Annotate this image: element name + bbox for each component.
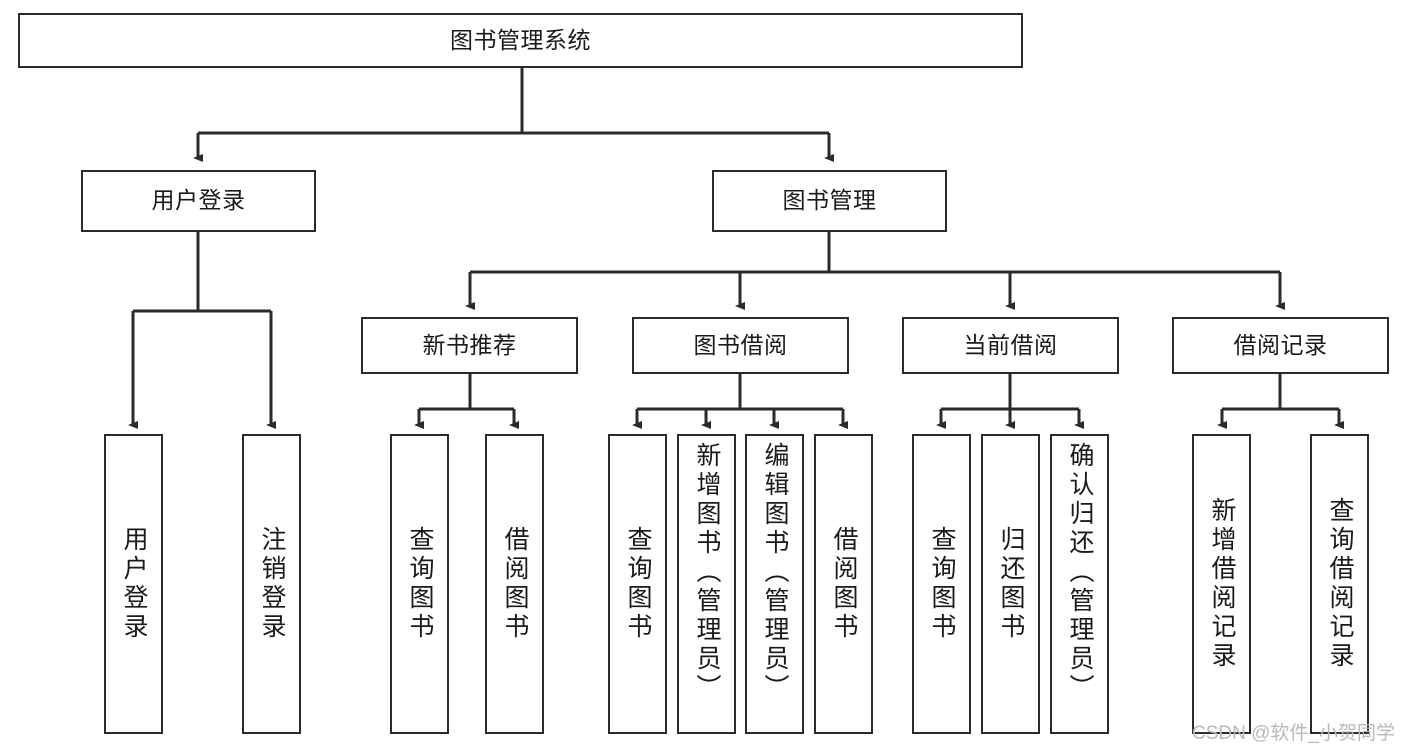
- node-leaf-user-login-label: 用户登录: [120, 526, 148, 642]
- node-leaf-recommend-query-book[interactable]: 查询图书: [390, 434, 449, 734]
- node-leaf-borrow-do-borrow-label: 借阅图书: [830, 526, 858, 642]
- node-leaf-borrow-add-book-label: 新增图书（管理员）: [693, 442, 721, 703]
- node-leaf-current-confirm-return-label: 确认归还（管理员）: [1066, 442, 1094, 703]
- csdn-watermark: CSDN @软件_小贺同学: [1192, 723, 1395, 744]
- node-leaf-recommend-query-book-label: 查询图书: [406, 526, 434, 642]
- node-leaf-current-return-book-label: 归还图书: [997, 526, 1025, 642]
- node-leaf-borrow-query-book-label: 查询图书: [624, 526, 652, 642]
- node-leaf-current-return-book[interactable]: 归还图书: [981, 434, 1040, 734]
- node-leaf-borrow-do-borrow[interactable]: 借阅图书: [814, 434, 873, 734]
- node-leaf-borrow-edit-book-label: 编辑图书（管理员）: [761, 442, 789, 703]
- node-leaf-user-logout-label: 注销登录: [258, 526, 286, 642]
- node-leaf-recommend-borrow-book-label: 借阅图书: [501, 526, 529, 642]
- node-leaf-user-logout[interactable]: 注销登录: [242, 434, 301, 734]
- node-leaf-record-add[interactable]: 新增借阅记录: [1192, 434, 1251, 734]
- node-leaf-borrow-edit-book[interactable]: 编辑图书（管理员）: [745, 434, 804, 734]
- node-new-book-recommend-label: 新书推荐: [422, 331, 517, 358]
- node-root[interactable]: 图书管理系统: [18, 13, 1023, 68]
- node-leaf-record-search-label: 查询借阅记录: [1326, 497, 1354, 671]
- node-root-label: 图书管理系统: [450, 26, 591, 53]
- node-book-manage[interactable]: 图书管理: [712, 170, 947, 232]
- node-leaf-recommend-borrow-book[interactable]: 借阅图书: [485, 434, 544, 734]
- node-leaf-borrow-add-book[interactable]: 新增图书（管理员）: [677, 434, 736, 734]
- node-leaf-borrow-query-book[interactable]: 查询图书: [608, 434, 667, 734]
- node-borrow-record-label: 借阅记录: [1233, 331, 1328, 358]
- node-user-login-label: 用户登录: [151, 187, 246, 214]
- node-current-borrow[interactable]: 当前借阅: [902, 317, 1119, 374]
- node-new-book-recommend[interactable]: 新书推荐: [361, 317, 578, 374]
- node-book-manage-label: 图书管理: [782, 187, 877, 214]
- node-book-borrow[interactable]: 图书借阅: [632, 317, 849, 374]
- node-user-login[interactable]: 用户登录: [81, 170, 316, 232]
- node-leaf-current-query-book[interactable]: 查询图书: [912, 434, 971, 734]
- node-leaf-current-confirm-return[interactable]: 确认归还（管理员）: [1050, 434, 1109, 734]
- node-leaf-user-login[interactable]: 用户登录: [104, 434, 163, 734]
- node-borrow-record[interactable]: 借阅记录: [1172, 317, 1389, 374]
- node-leaf-record-search[interactable]: 查询借阅记录: [1310, 434, 1369, 734]
- node-leaf-record-add-label: 新增借阅记录: [1208, 497, 1236, 671]
- node-book-borrow-label: 图书借阅: [693, 331, 788, 358]
- node-current-borrow-label: 当前借阅: [963, 331, 1058, 358]
- node-leaf-current-query-book-label: 查询图书: [928, 526, 956, 642]
